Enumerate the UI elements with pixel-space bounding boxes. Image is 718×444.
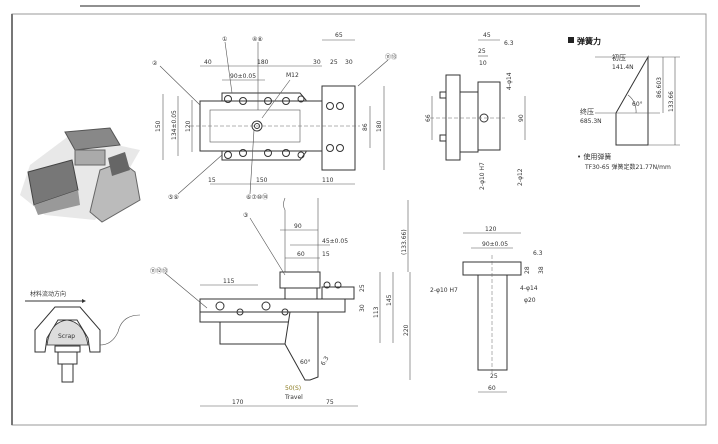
- callout-11-13: ⑪⑬: [385, 53, 397, 61]
- product-photo: [20, 127, 141, 223]
- front-view: ③ ⑪⑫⑬ (133.66) 90 45±0.05 60 15 115 25 3…: [150, 197, 411, 407]
- dim: 145: [386, 294, 393, 306]
- dim: 134±0.05: [171, 110, 178, 140]
- spring-force-chart: 弹簧力 初压 141.4N 终压 685.3N 60° 86.603 133.6…: [568, 36, 680, 171]
- dim: 2-φ12: [517, 168, 524, 186]
- callout-6-7-10-14: ⑥⑦⑩⑭: [246, 193, 268, 201]
- spring-force-title: 弹簧力: [577, 36, 601, 46]
- dim: 45: [483, 32, 491, 39]
- dim: 220: [403, 324, 410, 336]
- dim: 150: [256, 177, 268, 184]
- dim: 115: [223, 278, 235, 285]
- final-value: 685.3N: [580, 118, 602, 125]
- dim: 90±0.05: [482, 241, 508, 248]
- angle-label: 60°: [632, 101, 643, 108]
- dim: φ20: [524, 297, 536, 304]
- angle-label: 60°: [300, 359, 311, 366]
- stroke-value: 50(S): [285, 385, 301, 392]
- callout-2: ②: [152, 60, 158, 67]
- surface-roughness: 6.3: [533, 250, 543, 257]
- dim: 150: [155, 120, 162, 132]
- dim: 120: [185, 120, 192, 132]
- dim: 25: [490, 373, 498, 380]
- dim: 90: [294, 223, 302, 230]
- dim: 180: [257, 59, 269, 66]
- dim: 28: [524, 266, 531, 274]
- spring-spec: TF30-65 弹簧定数21.77N/mm: [584, 163, 671, 171]
- dim: 66: [425, 114, 432, 122]
- dim: 40: [204, 59, 212, 66]
- dim: 86: [362, 123, 369, 131]
- dim: 170: [232, 399, 244, 406]
- drawing-frame: [11, 5, 707, 426]
- dim: 180: [376, 120, 383, 132]
- scrap-section: 材料流动方向 Scrap: [25, 290, 141, 383]
- callout-1: ①: [222, 36, 227, 43]
- dim: 110: [322, 177, 334, 184]
- t-part-view: 120 90±0.05 6.3 28 38 2-φ10 H7 4-φ14 φ20…: [430, 226, 545, 393]
- dim: 2-φ10 H7: [430, 287, 458, 294]
- dim: 60: [488, 385, 496, 392]
- dim: 133.66: [668, 91, 675, 112]
- dim: 90: [518, 114, 525, 122]
- dim: 4-φ14: [506, 72, 513, 90]
- dim: 2-φ10 H7: [479, 162, 486, 190]
- dim: 90±0.05: [230, 73, 256, 80]
- dim: 65: [335, 32, 343, 39]
- dim: 75: [326, 399, 334, 406]
- dim: 30: [359, 304, 366, 312]
- callout-4-8: ④⑧: [252, 36, 263, 43]
- dim: 120: [485, 226, 497, 233]
- dim: 25: [359, 284, 366, 292]
- dim: 25: [478, 48, 486, 55]
- bolt-holes: [224, 95, 344, 159]
- dim: 15: [322, 251, 330, 258]
- section-marker-icon: [568, 37, 574, 43]
- dim: (133.66): [401, 229, 408, 255]
- dim: 30: [345, 59, 353, 66]
- dim: 113: [373, 306, 380, 318]
- dim: 38: [538, 266, 545, 274]
- dim: 30: [313, 59, 321, 66]
- scrap-label: Scrap: [58, 333, 75, 340]
- spring-label: • 使用弹簧: [577, 152, 611, 161]
- dim: 4-φ14: [520, 285, 538, 292]
- side-view: 45 6.3 25 10 4-φ14 66 90 2-φ10 H7 2-φ12: [425, 32, 526, 190]
- callout-5-9: ⑤⑨: [168, 194, 179, 201]
- dim: 15: [208, 177, 216, 184]
- surface-roughness: 6.3: [320, 355, 331, 367]
- callout-11-12-13: ⑪⑫⑬: [150, 267, 168, 275]
- dim: 10: [479, 60, 487, 67]
- dim: 60: [297, 251, 305, 258]
- dim: 25: [330, 59, 338, 66]
- dim: M12: [286, 72, 299, 79]
- dim: 45±0.05: [322, 238, 348, 245]
- travel-label: Travel: [284, 394, 303, 401]
- surface-roughness: 6.3: [504, 40, 514, 47]
- dim: 86.603: [656, 77, 663, 98]
- initial-value: 141.4N: [612, 64, 634, 71]
- initial-label: 初压: [612, 53, 626, 62]
- plan-view: ① ④⑧ ② ⑪⑬ ⑤⑨ ⑥⑦⑩⑭ 65 40 180 30 25 30 90±…: [152, 32, 397, 201]
- final-label: 终压: [580, 107, 594, 116]
- flow-direction-label: 材料流动方向: [30, 290, 66, 298]
- callout-3: ③: [243, 212, 248, 219]
